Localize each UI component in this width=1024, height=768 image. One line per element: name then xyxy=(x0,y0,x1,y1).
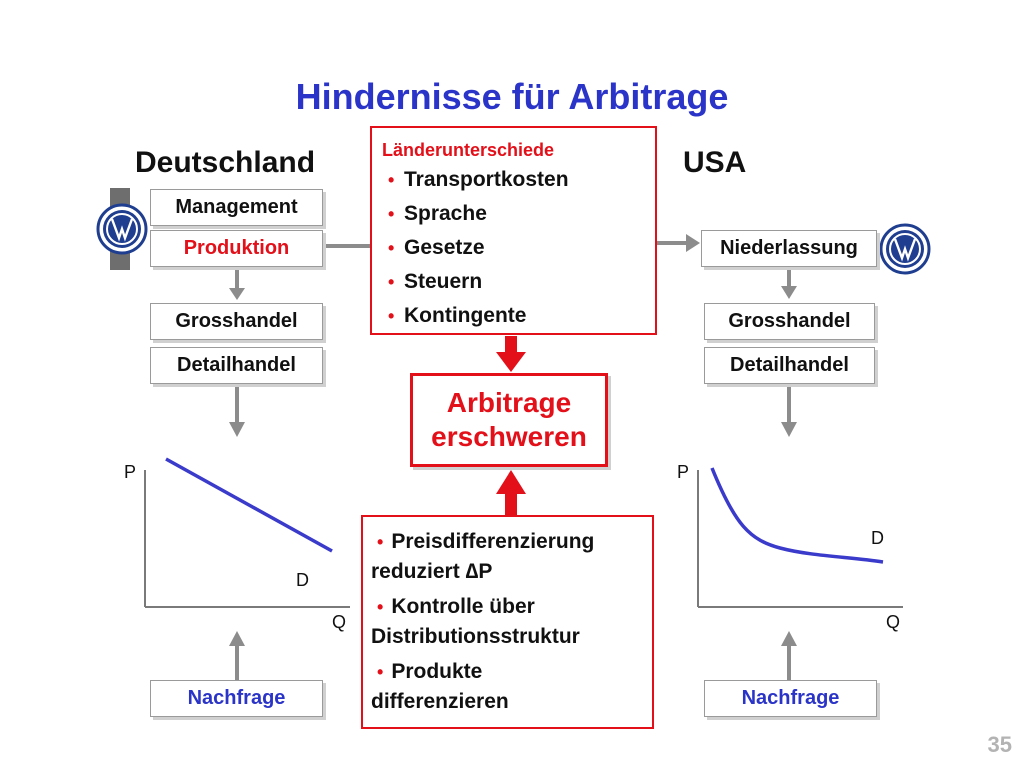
measure-line: differenzieren xyxy=(371,690,509,713)
list-item: Transportkosten xyxy=(382,163,655,197)
measure-line: Kontrolle über xyxy=(391,595,535,618)
left-vw-logo-icon xyxy=(96,188,148,270)
right-demand-box: Nachfrage xyxy=(704,680,877,717)
country-germany: Deutschland xyxy=(135,146,316,179)
red-arrow-down-shaft xyxy=(505,336,517,356)
red-arrow-up-shaft xyxy=(505,490,517,516)
red-arrow-up-head xyxy=(496,470,526,494)
country-differences-list: Transportkosten Sprache Gesetze Steuern … xyxy=(382,163,655,333)
measure-line: Produkte xyxy=(391,660,483,683)
right-demand-arrowhead xyxy=(781,631,797,646)
right-curve-label: D xyxy=(871,528,884,548)
right-axis-q-label: Q xyxy=(886,612,901,632)
branch-box: Niederlassung xyxy=(701,230,877,267)
right-branch-arrowhead xyxy=(781,286,797,299)
right-axis-p-label: P xyxy=(677,462,690,482)
left-axis-p-label: P xyxy=(124,462,137,482)
measure-line: Preisdifferenzierung xyxy=(391,530,595,553)
center-line-1: Arbitrage xyxy=(446,387,572,418)
right-vw-logo-icon xyxy=(879,223,931,275)
page-title: Hindernisse für Arbitrage xyxy=(295,76,729,117)
list-item: Gesetze xyxy=(382,231,655,265)
make-arbitrage-harder-box: Arbitrage erschweren xyxy=(410,373,608,467)
measure-line: Distributionsstruktur xyxy=(371,625,580,648)
right-retail-box: Detailhandel xyxy=(704,347,875,384)
left-demand-arrowhead xyxy=(229,631,245,646)
red-arrow-down-head xyxy=(496,352,526,372)
left-demand-box: Nachfrage xyxy=(150,680,323,717)
left-wholesale-box: Grosshandel xyxy=(150,303,323,340)
right-wholesale-box: Grosshandel xyxy=(704,303,875,340)
right-demand-curve xyxy=(710,467,884,564)
country-usa: USA xyxy=(683,146,747,179)
page-number: 35 xyxy=(987,732,1012,757)
country-differences-title: Länderunterschiede xyxy=(382,140,555,160)
management-box: Management xyxy=(150,189,323,226)
production-to-branch-arrowhead xyxy=(686,234,700,252)
center-line-2: erschweren xyxy=(431,421,587,452)
list-item: Steuern xyxy=(382,265,655,299)
left-production-arrowhead xyxy=(229,288,245,300)
left-retail-box: Detailhandel xyxy=(150,347,323,384)
production-box: Produktion xyxy=(150,230,323,267)
measure-line: reduziert ∆P xyxy=(371,560,493,583)
left-demand-curve xyxy=(165,457,333,553)
list-item: Sprache xyxy=(382,197,655,231)
left-curve-label: D xyxy=(296,570,309,590)
country-differences-box: Länderunterschiede Transportkosten Sprac… xyxy=(370,126,657,335)
left-axis-q-label: Q xyxy=(332,612,347,632)
right-retail-arrowhead xyxy=(781,422,797,437)
list-item: Kontingente xyxy=(382,299,655,333)
left-retail-arrowhead xyxy=(229,422,245,437)
